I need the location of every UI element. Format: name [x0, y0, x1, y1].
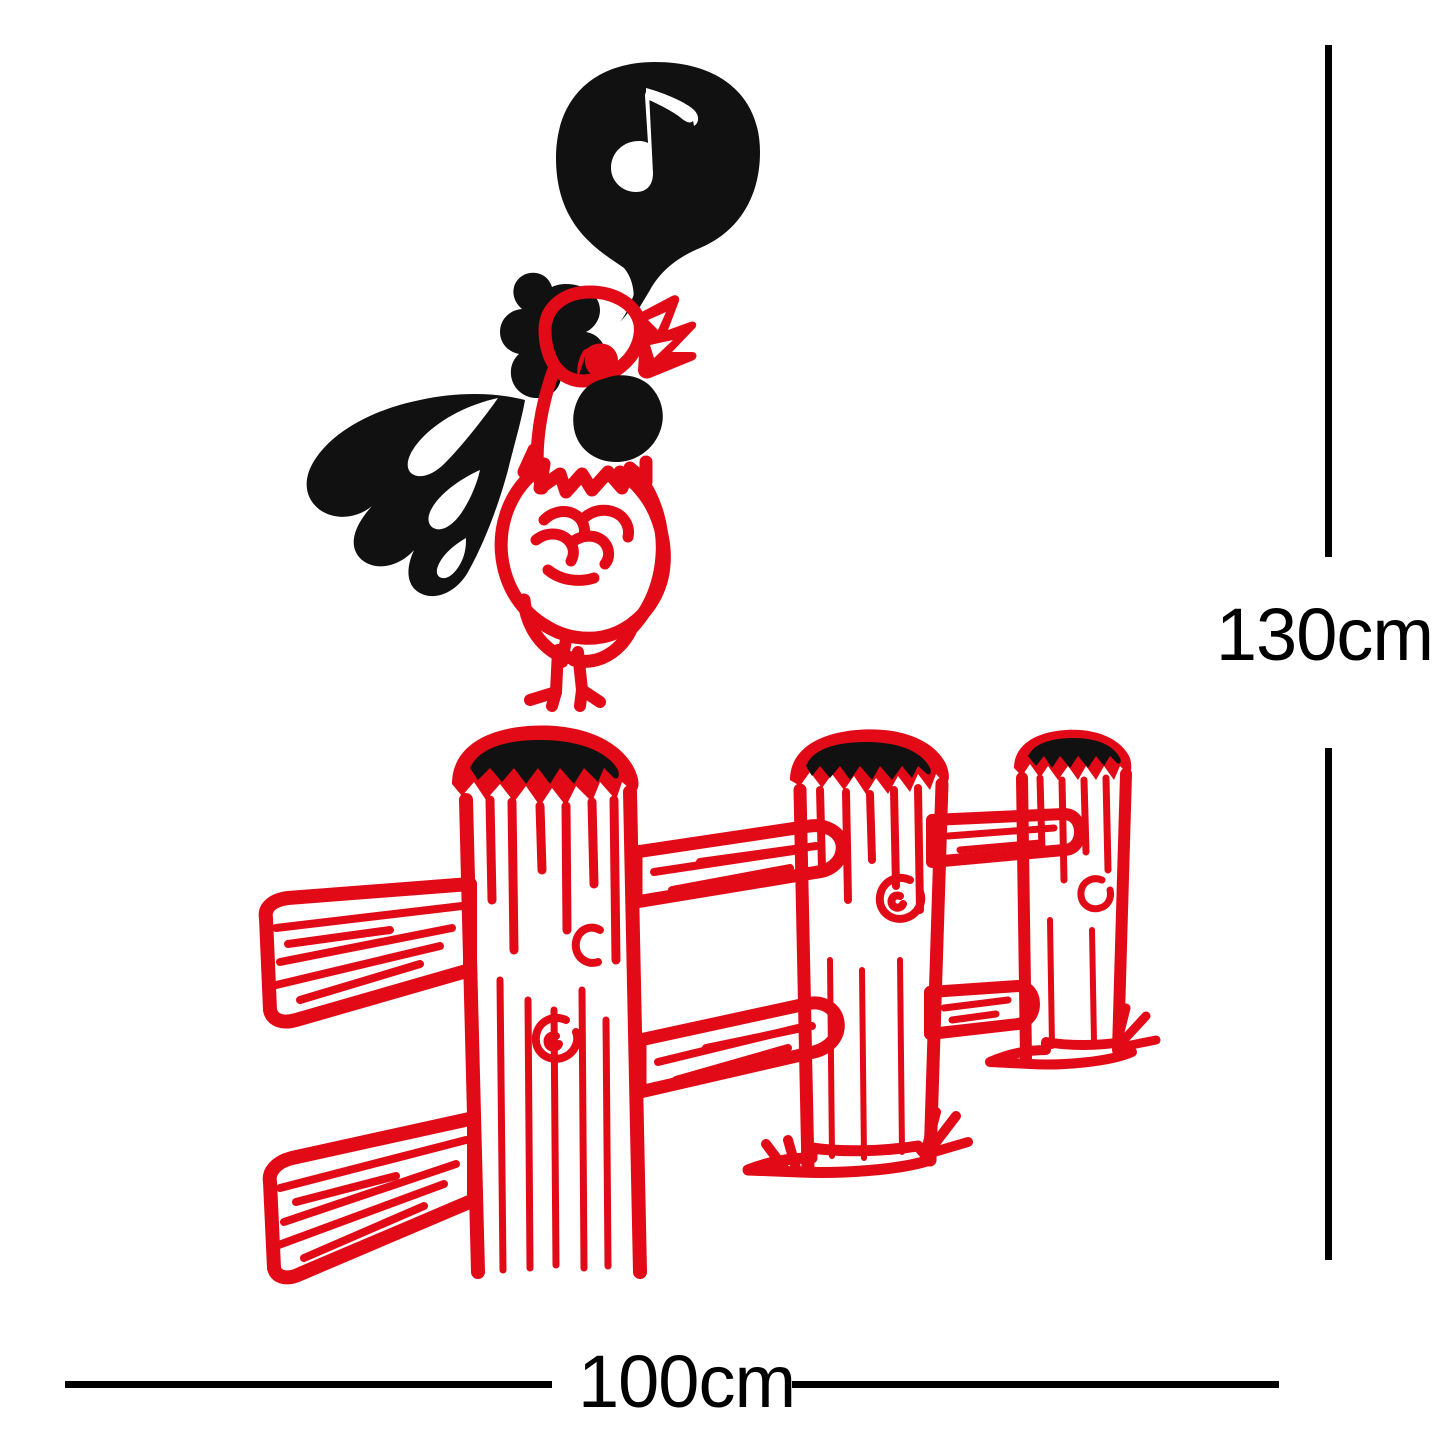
fence-post-right	[985, 729, 1161, 1070]
speech-bubble	[556, 62, 760, 322]
rooster-wattle	[573, 375, 663, 462]
rooster-legs	[524, 634, 606, 712]
music-note-icon	[611, 88, 699, 192]
width-dimension-label: 100cm	[578, 1340, 796, 1423]
fence-rail-lower	[262, 980, 1040, 1285]
fence-post-left	[452, 725, 647, 1279]
height-dimension-line-bottom	[1325, 748, 1332, 1260]
height-dimension-label: 130cm	[1215, 593, 1434, 676]
rooster-body	[494, 443, 671, 668]
height-dimension-line-top	[1325, 45, 1332, 557]
rooster-beak	[634, 295, 697, 379]
width-dimension-line-right	[792, 1381, 1279, 1388]
rooster-wing	[530, 504, 634, 586]
fence-rail-upper	[258, 808, 1086, 1029]
width-dimension-line-left	[65, 1381, 552, 1388]
rooster-eye	[577, 343, 618, 378]
rooster-tail	[306, 394, 525, 597]
grass-tuft	[761, 1107, 973, 1173]
fence-post-middle	[742, 729, 973, 1178]
